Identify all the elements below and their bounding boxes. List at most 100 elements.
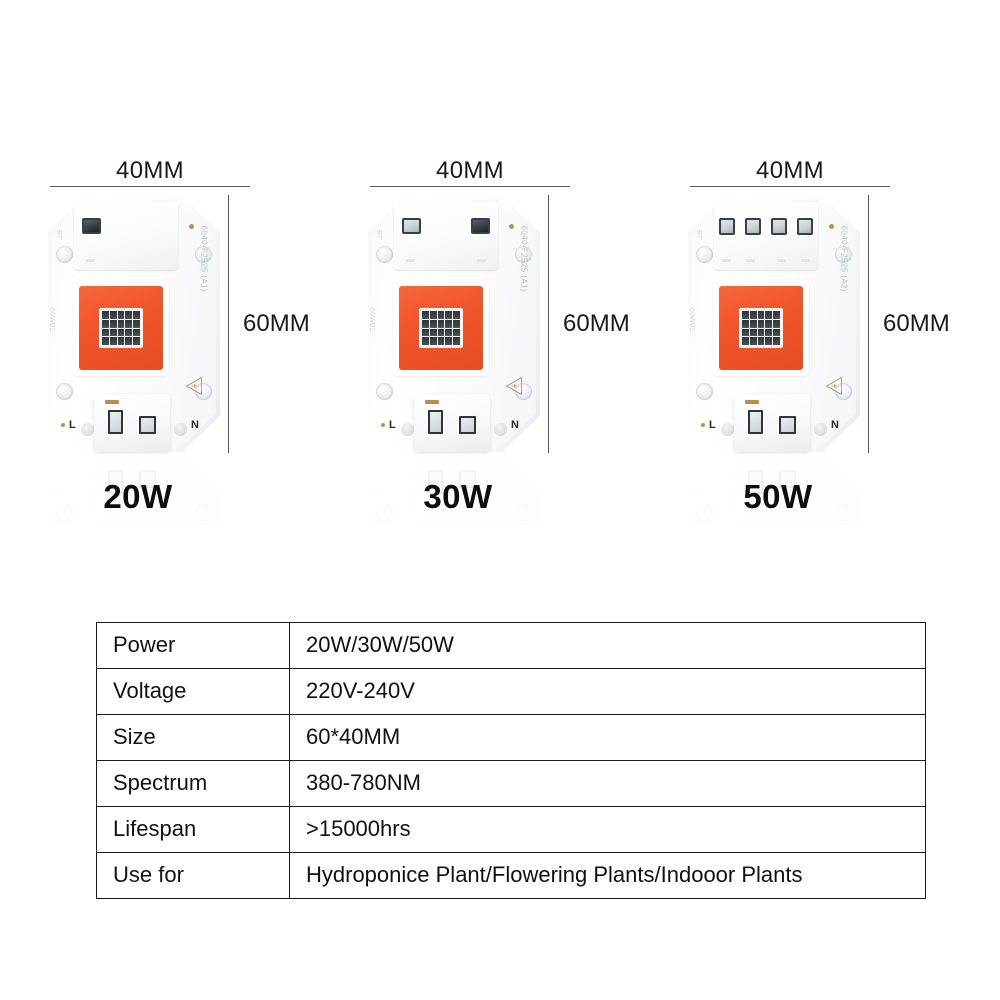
solder-pad-icon [86,259,95,262]
led-die-grid [739,308,783,348]
screw-icon [81,423,94,436]
spec-value: 60*40MM [289,714,926,761]
width-dimension-rule [690,186,890,187]
width-dimension-30w: 40MM [370,158,570,187]
terminal-slot-l [428,410,443,434]
mounting-hole-icon [56,246,73,263]
spec-value: 380-780NM [289,760,926,807]
terminal-slot-n [459,416,476,434]
driver-top-block [74,202,178,270]
height-dimension-rule [868,195,869,453]
high-voltage-warning-icon [824,376,844,396]
solder-pad-icon [477,259,486,262]
part-number-silkscreen: 6040-F2525 (A1) [199,225,208,292]
driver-component-icon [797,218,813,235]
driver-component-icon [771,218,787,235]
rt-silkscreen-label: RT [55,230,62,240]
high-voltage-warning-icon [184,376,204,396]
height-dimension-label: 60MM [563,310,630,337]
rt-silkscreen-label: RT [695,230,702,240]
spec-value: 20W/30W/50W [289,622,926,669]
product-image-row: 40MM RT [0,0,1000,600]
phosphor-glow-surface [719,286,803,370]
wattage-caption-20w: 20W [103,478,173,515]
mounting-hole-icon [515,246,532,263]
solder-pad-icon [406,259,415,262]
polarity-dot-icon [701,423,705,427]
part-number-silkscreen: 6040-F2525 (A2) [839,225,848,292]
screw-icon [721,423,734,436]
spec-value: Hydroponice Plant/Flowering Plants/Indoo… [289,852,926,899]
phosphor-emitter [713,280,809,376]
height-dimension-rule [228,195,229,453]
mounting-hole-icon [696,246,713,263]
led-cob-chip-20w: RT 60W02 6040-F2525 (A1) [48,196,220,452]
polarity-dot-icon [381,423,385,427]
wattage-caption-50w: 50W [743,478,813,515]
table-row: Power 20W/30W/50W [96,622,926,669]
product-card-20w: 40MM RT [0,0,333,600]
mounting-hole-icon [515,383,532,400]
mounting-hole-icon [56,383,73,400]
table-row: Use for Hydroponice Plant/Flowering Plan… [96,852,926,899]
terminal-label-live: L [709,419,716,431]
polarity-dot-icon [61,423,65,427]
mounting-hole-icon [376,246,393,263]
copper-strip-icon [425,400,439,404]
copper-strip-icon [105,400,119,404]
terminal-label-neutral: N [191,419,199,431]
left-silkscreen-label: 60W02 [688,308,695,332]
copper-strip-icon [745,400,759,404]
width-dimension-20w: 40MM [50,158,250,187]
terminal-slot-n [139,416,156,434]
spec-value: 220V-240V [289,668,926,715]
led-cob-chip-30w: RT 60W02 [368,196,540,452]
driver-component-icon [82,218,101,234]
terminal-label-neutral: N [831,419,839,431]
driver-component-icon [471,218,490,234]
terminal-slot-l [108,410,123,434]
phosphor-glow-surface [79,286,163,370]
width-dimension-50w: 40MM [690,158,890,187]
driver-component-icon [745,218,761,235]
spec-key: Power [96,622,290,669]
left-silkscreen-label: 60W02 [368,308,375,332]
product-card-50w: 40MM RT [640,0,973,600]
spec-key: Voltage [96,668,290,715]
spec-key: Lifespan [96,806,290,853]
solder-pad-icon [722,259,731,262]
terminal-label-live: L [389,419,396,431]
solder-pad-icon [801,259,810,262]
led-die-grid [99,308,143,348]
mounting-hole-icon [195,383,212,400]
screw-icon [174,423,187,436]
terminal-slot-n [779,416,796,434]
rt-silkscreen-label: RT [375,230,382,240]
table-row: Spectrum 380-780NM [96,760,926,807]
mounting-hole-icon [696,383,713,400]
driver-top-block [714,202,818,270]
table-row: Lifespan >15000hrs [96,806,926,853]
height-dimension-label: 60MM [883,310,950,337]
wattage-caption-30w: 30W [423,478,493,515]
driver-components [714,218,818,235]
spec-value: >15000hrs [289,806,926,853]
led-die-grid [419,308,463,348]
specification-table: Power 20W/30W/50W Voltage 220V-240V Size… [96,622,926,899]
driver-component-icon [402,218,421,234]
driver-components [394,218,498,234]
part-number-silkscreen: 6040-F2525 (A1) [519,225,528,292]
table-row: Size 60*40MM [96,714,926,761]
height-dimension-30w: 60MM [548,195,630,453]
spec-key: Size [96,714,290,761]
spec-key: Use for [96,852,290,899]
phosphor-emitter [393,280,489,376]
mounting-hole-icon [835,246,852,263]
screw-icon [494,423,507,436]
solder-pad-icon [746,259,755,262]
terminal-block [414,394,490,452]
brass-pad-icon [189,224,194,229]
spec-key: Spectrum [96,760,290,807]
height-dimension-50w: 60MM [868,195,950,453]
height-dimension-rule [548,195,549,453]
